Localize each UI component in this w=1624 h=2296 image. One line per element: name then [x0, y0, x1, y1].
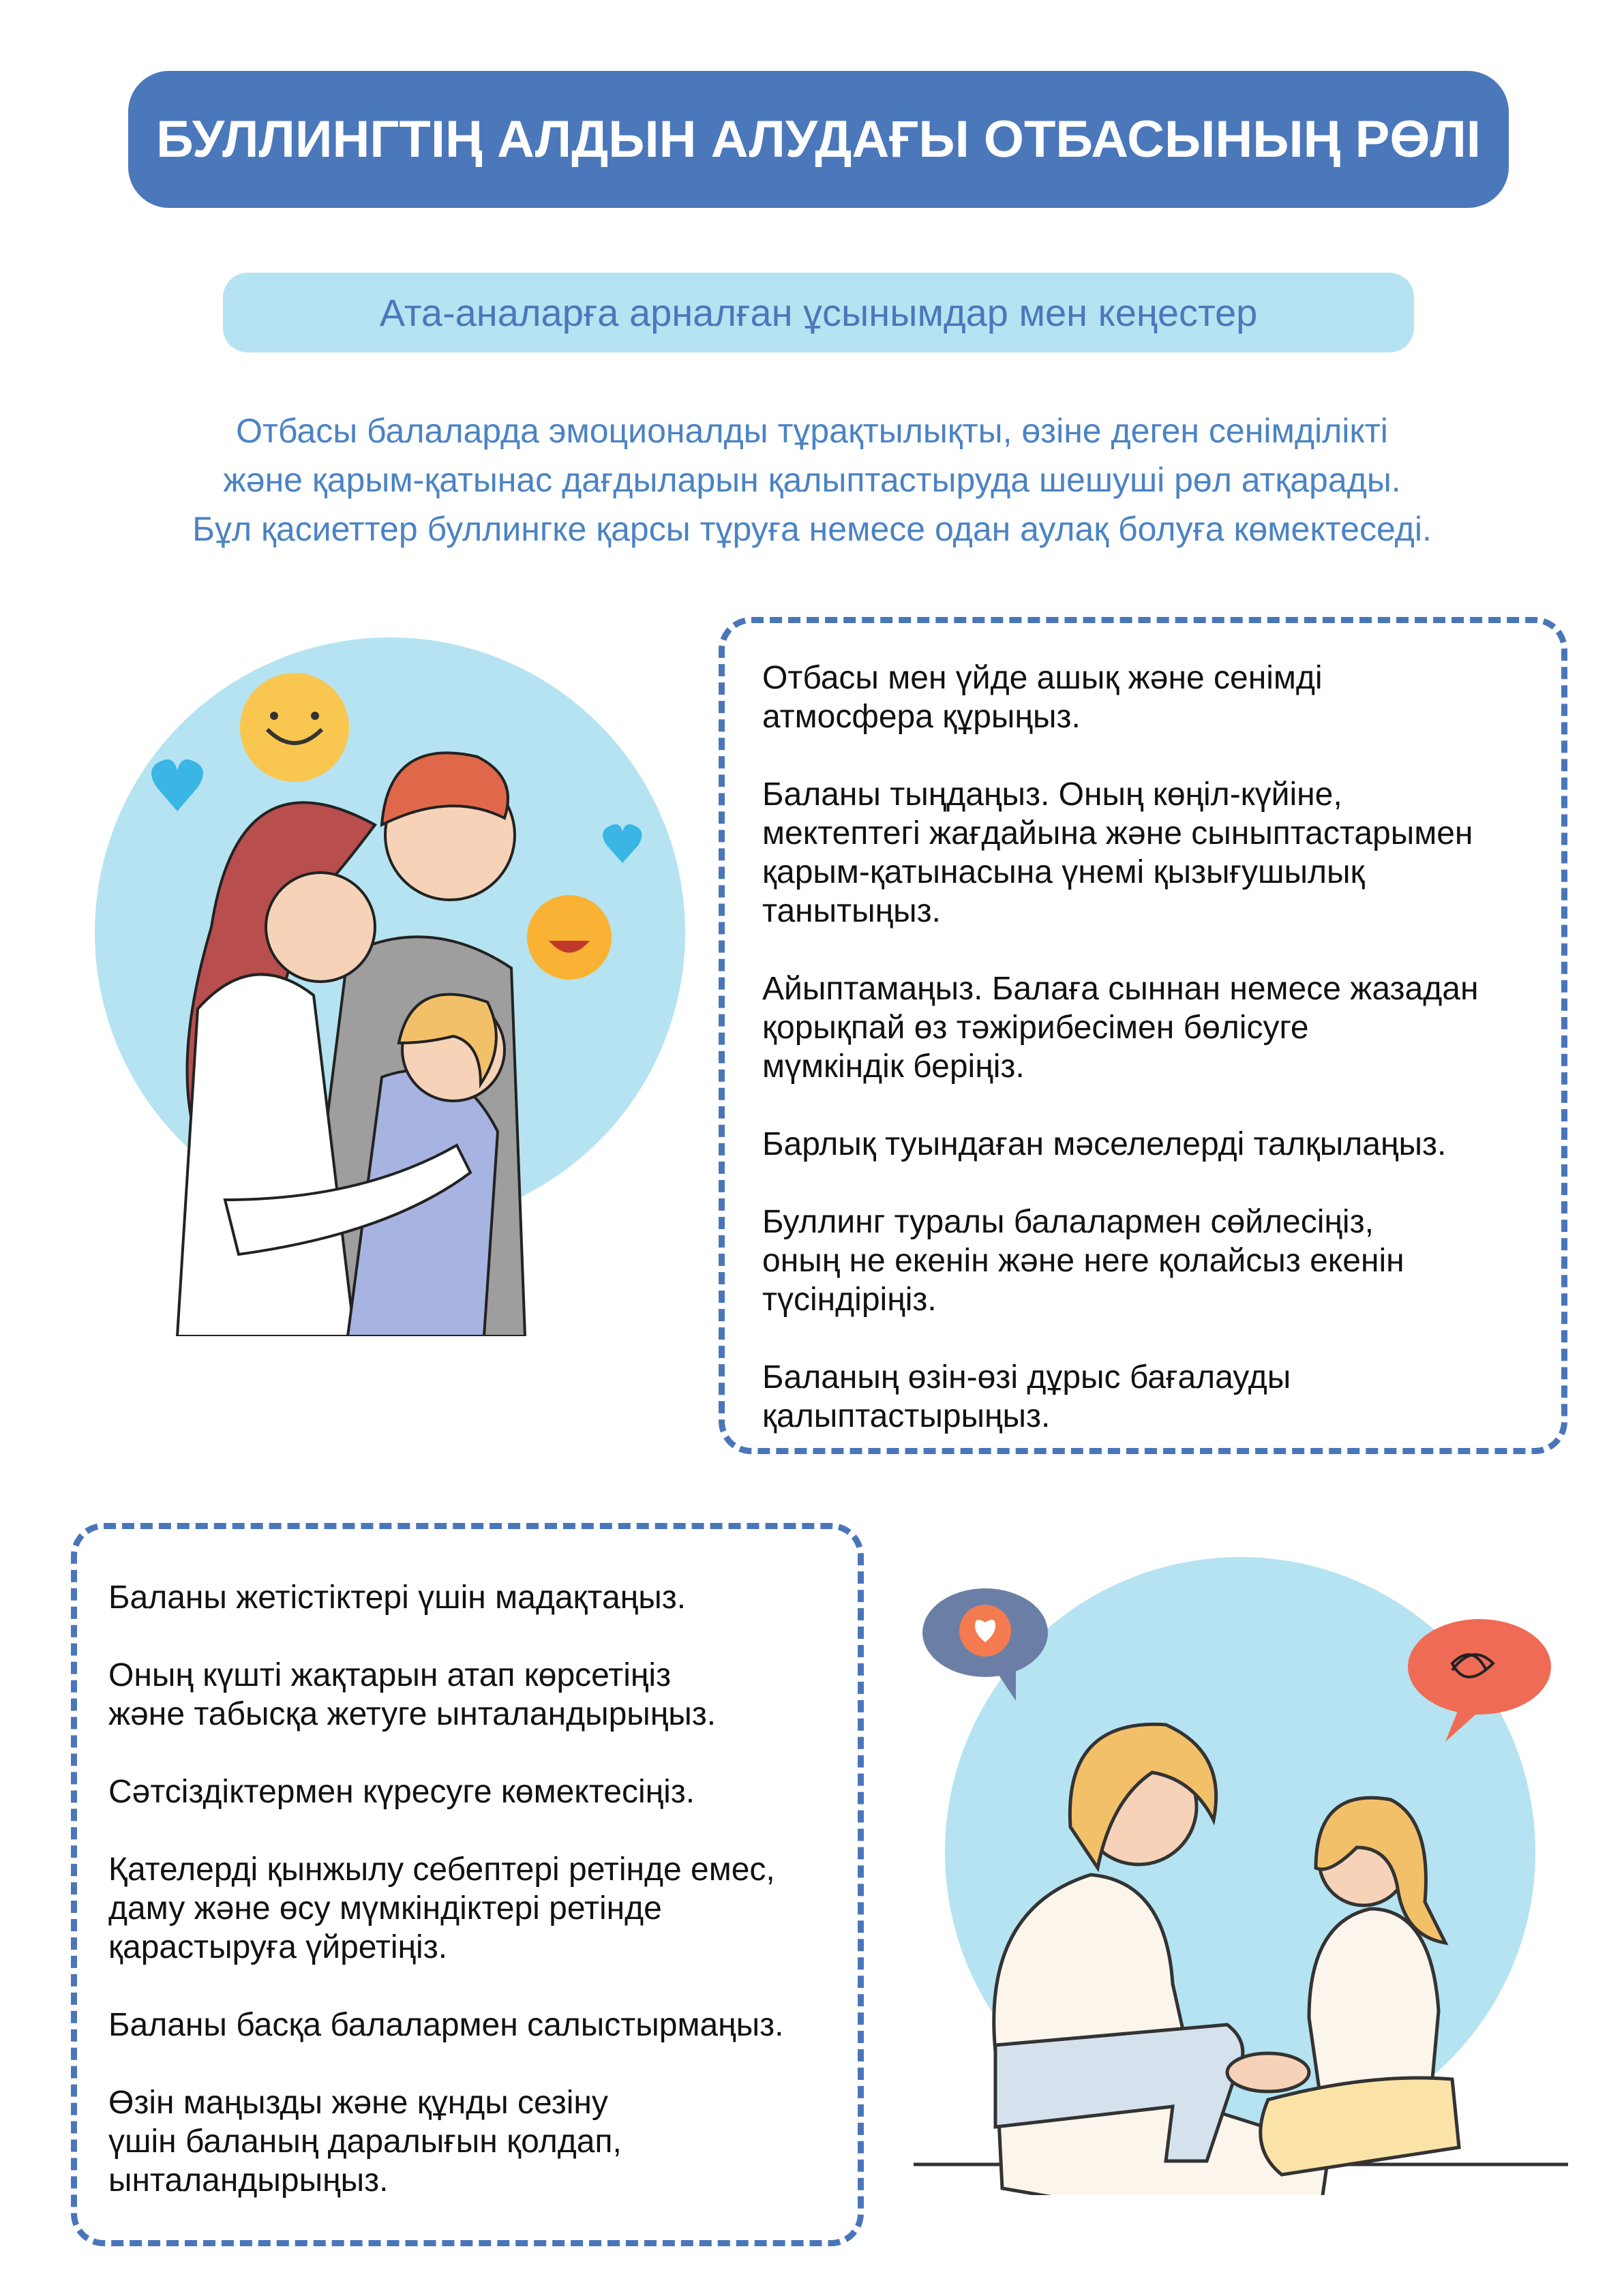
page-subtitle: Ата-аналарға арналған ұсынымдар мен кеңе…	[379, 291, 1258, 334]
family-hug-illustration	[95, 637, 685, 1336]
tip-item: Оның күшті жақтарын атап көрсетіңіз және…	[108, 1657, 717, 1732]
hands	[1225, 2051, 1311, 2094]
mother-hair	[1068, 1722, 1218, 1873]
tip-item: Айыптамаңыз. Балаға сыннан немесе жазада…	[762, 971, 1479, 1085]
tip-item: Баланы басқа балалармен салыстырмаңыз.	[108, 2007, 784, 2043]
tip-item: Баланың өзін-өзі дұрыс бағалауды қалыпта…	[762, 1359, 1291, 1434]
tip-item: Баланы жетістіктері үшін мадақтаңыз.	[108, 1580, 687, 1616]
title-banner: БУЛЛИНГТІҢ АЛДЫН АЛУДАҒЫ ОТБАСЫНЫҢ РӨЛІ	[128, 71, 1509, 208]
scribble-speech-bubble-icon	[1408, 1619, 1551, 1742]
heart-icon	[151, 759, 203, 811]
tip-item: Буллинг туралы балалармен сөйлесіңіз, он…	[762, 1204, 1404, 1318]
smiley-icon	[240, 673, 349, 782]
tips-box-top: Отбасы мен үйде ашық және сенімді атмосф…	[719, 617, 1567, 1454]
tip-item: Өзін маңызды және құнды сезіну үшін бала…	[108, 2085, 622, 2199]
laughing-emoji-icon	[527, 895, 612, 980]
intro-line: және қарым-қатынас дағдыларын қалыптасты…	[223, 461, 1401, 499]
mother-child-illustration	[914, 1557, 1568, 2195]
child-hair	[1314, 1796, 1449, 1946]
heart-speech-bubble-icon	[922, 1588, 1048, 1701]
intro-line: Бұл қасиеттер буллингке қарсы тұруға нем…	[192, 510, 1432, 548]
tip-item: Отбасы мен үйде ашық және сенімді атмосф…	[762, 660, 1323, 735]
page-title: БУЛЛИНГТІҢ АЛДЫН АЛУДАҒЫ ОТБАСЫНЫҢ РӨЛІ	[156, 110, 1481, 168]
heart-icon	[603, 824, 642, 863]
tips-box-bottom: Баланы жетістіктері үшін мадақтаңыз. Оны…	[71, 1523, 864, 2246]
tip-item: Қателерді қынжылу себептері ретінде емес…	[108, 1852, 775, 1965]
tip-item: Сәтсіздіктермен күресуге көмектесіңіз.	[108, 1774, 695, 1810]
intro-line: Отбасы балаларда эмоционалды тұрақтылықт…	[236, 412, 1388, 450]
tip-item: Барлық туындаған мәселелерді талқылаңыз.	[762, 1126, 1447, 1162]
intro-text: Отбасы балаларда эмоционалды тұрақтылықт…	[0, 406, 1624, 554]
child-legs	[1259, 2076, 1461, 2177]
tip-item: Баланы тыңдаңыз. Оның көңіл-күйіне, мект…	[762, 776, 1473, 929]
mother-head	[265, 871, 376, 983]
mother-figure	[175, 973, 357, 1336]
mother-arm	[223, 1143, 472, 1256]
subtitle-banner: Ата-аналарға арналған ұсынымдар мен кеңе…	[223, 273, 1414, 352]
child-body	[1307, 1907, 1441, 2116]
